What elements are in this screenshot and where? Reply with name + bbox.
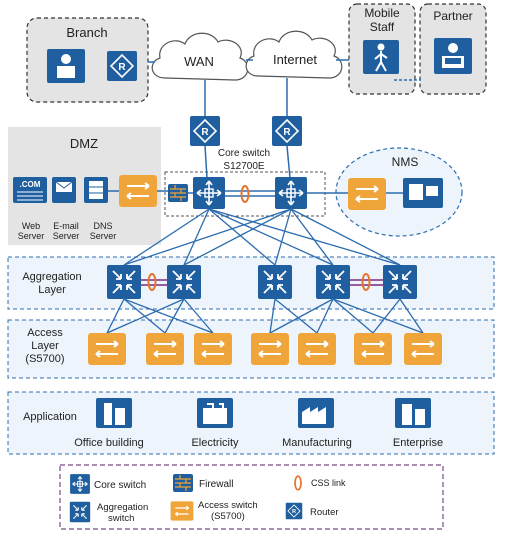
legend-core-switch-icon: [69, 473, 91, 495]
email-server-label-1: E-mail: [53, 221, 79, 231]
aggregation-switch-2-icon: [166, 264, 202, 300]
branch-staff-icon: [47, 49, 85, 83]
internet-label: Internet: [273, 52, 317, 67]
application-label-office-building: Office building: [74, 437, 144, 449]
aggregation-layer-label-1: Aggregation: [22, 271, 81, 283]
aggregation-switch-5-icon: [382, 264, 418, 300]
partner-label: Partner: [433, 9, 472, 23]
legend-router-icon: [285, 502, 303, 520]
branch-router-icon: [106, 50, 138, 82]
core-switch-label-1: Core switch: [218, 148, 270, 159]
core-switch-2-icon: [274, 176, 308, 210]
core-switch-label-2: S12700E: [223, 161, 264, 172]
wan-router-icon: [189, 115, 221, 147]
mobile-staff-label-1: Mobile: [364, 6, 400, 20]
electricity-icon: [197, 398, 233, 428]
core-switch-area: Core switch S12700E: [157, 148, 403, 217]
internet-cloud: Internet: [245, 30, 343, 79]
wan-label: WAN: [184, 54, 214, 69]
mobile-staff-icon: [363, 40, 399, 74]
legend-access-label-2: (S5700): [211, 511, 245, 522]
internet-router-icon: [271, 115, 303, 147]
core-switch-1-icon: [192, 176, 226, 210]
application-label-manufacturing: Manufacturing: [282, 437, 352, 449]
access-switch-3-icon: [193, 332, 233, 366]
application-label-enterprise: Enterprise: [393, 437, 443, 449]
email-server-icon: [52, 177, 76, 203]
nms-server-icon: [403, 178, 443, 208]
access-layer-label-1: Access: [27, 327, 63, 339]
web-server-label-2: Server: [18, 231, 45, 241]
access-switch-6-icon: [353, 332, 393, 366]
legend-aggregation-switch-icon: [69, 501, 91, 523]
nms-label: NMS: [392, 155, 419, 169]
mobile-staff-label-2: Staff: [370, 20, 395, 34]
dns-server-label-2: Server: [90, 231, 117, 241]
legend-core-switch-label: Core switch: [94, 480, 146, 491]
office-building-icon: [96, 398, 132, 428]
branch-label: Branch: [66, 25, 107, 40]
application-label-electricity: Electricity: [191, 437, 239, 449]
access-switch-4-icon: [250, 332, 290, 366]
legend-access-switch-icon: [170, 500, 194, 522]
legend: Core switch Firewall CSS link Aggregatio…: [59, 464, 444, 530]
dmz-label: DMZ: [70, 136, 98, 151]
nms-access-switch-icon: [347, 177, 387, 211]
branch-zone: Branch: [26, 17, 149, 103]
application-label: Application: [23, 411, 77, 423]
core-firewall-icon: [167, 183, 189, 203]
access-switch-1-icon: [87, 332, 127, 366]
nms-zone: NMS: [335, 147, 463, 237]
enterprise-icon: [395, 398, 431, 428]
dmz-zone: DMZ .COM Web Server E-mail Server DNS Se…: [8, 127, 161, 245]
web-server-label-1: Web: [22, 221, 40, 231]
legend-firewall-icon: [172, 473, 194, 493]
access-switch-5-icon: [297, 332, 337, 366]
legend-css-link-label: CSS link: [311, 478, 346, 488]
aggregation-access-links: [106, 298, 424, 334]
legend-access-label-1: Access switch: [198, 500, 258, 511]
access-switch-2-icon: [145, 332, 185, 366]
web-server-icon-text: .COM: [20, 180, 41, 189]
wan-cloud: WAN: [151, 32, 249, 81]
legend-aggregation-label-1: Aggregation: [97, 502, 148, 513]
core-aggregation-links: [123, 208, 401, 266]
wan-links: [148, 59, 349, 179]
aggregation-layer-band: Aggregation Layer: [7, 256, 495, 310]
dmz-access-switch-icon: [118, 174, 158, 208]
web-server-icon: .COM: [13, 177, 47, 203]
aggregation-layer-label-2: Layer: [38, 284, 66, 296]
dns-server-label-1: DNS: [93, 221, 112, 231]
mobile-staff-zone: Mobile Staff: [348, 3, 416, 95]
core-css-link-icon: [240, 185, 250, 203]
access-layer-label-2: Layer: [31, 340, 59, 352]
partner-zone: Partner: [419, 3, 487, 95]
legend-router-label: Router: [310, 507, 339, 518]
aggregation-switch-1-icon: [106, 264, 142, 300]
aggregation-switch-3-icon: [257, 264, 293, 300]
access-layer-label-3: (S5700): [25, 353, 64, 365]
legend-firewall-label: Firewall: [199, 479, 233, 490]
manufacturing-icon: [298, 398, 334, 428]
aggregation-switch-4-icon: [315, 264, 351, 300]
legend-aggregation-label-2: switch: [108, 513, 134, 524]
partner-icon: [434, 38, 472, 74]
email-server-label-2: Server: [53, 231, 80, 241]
access-switch-7-icon: [403, 332, 443, 366]
dns-server-icon: [84, 177, 108, 203]
